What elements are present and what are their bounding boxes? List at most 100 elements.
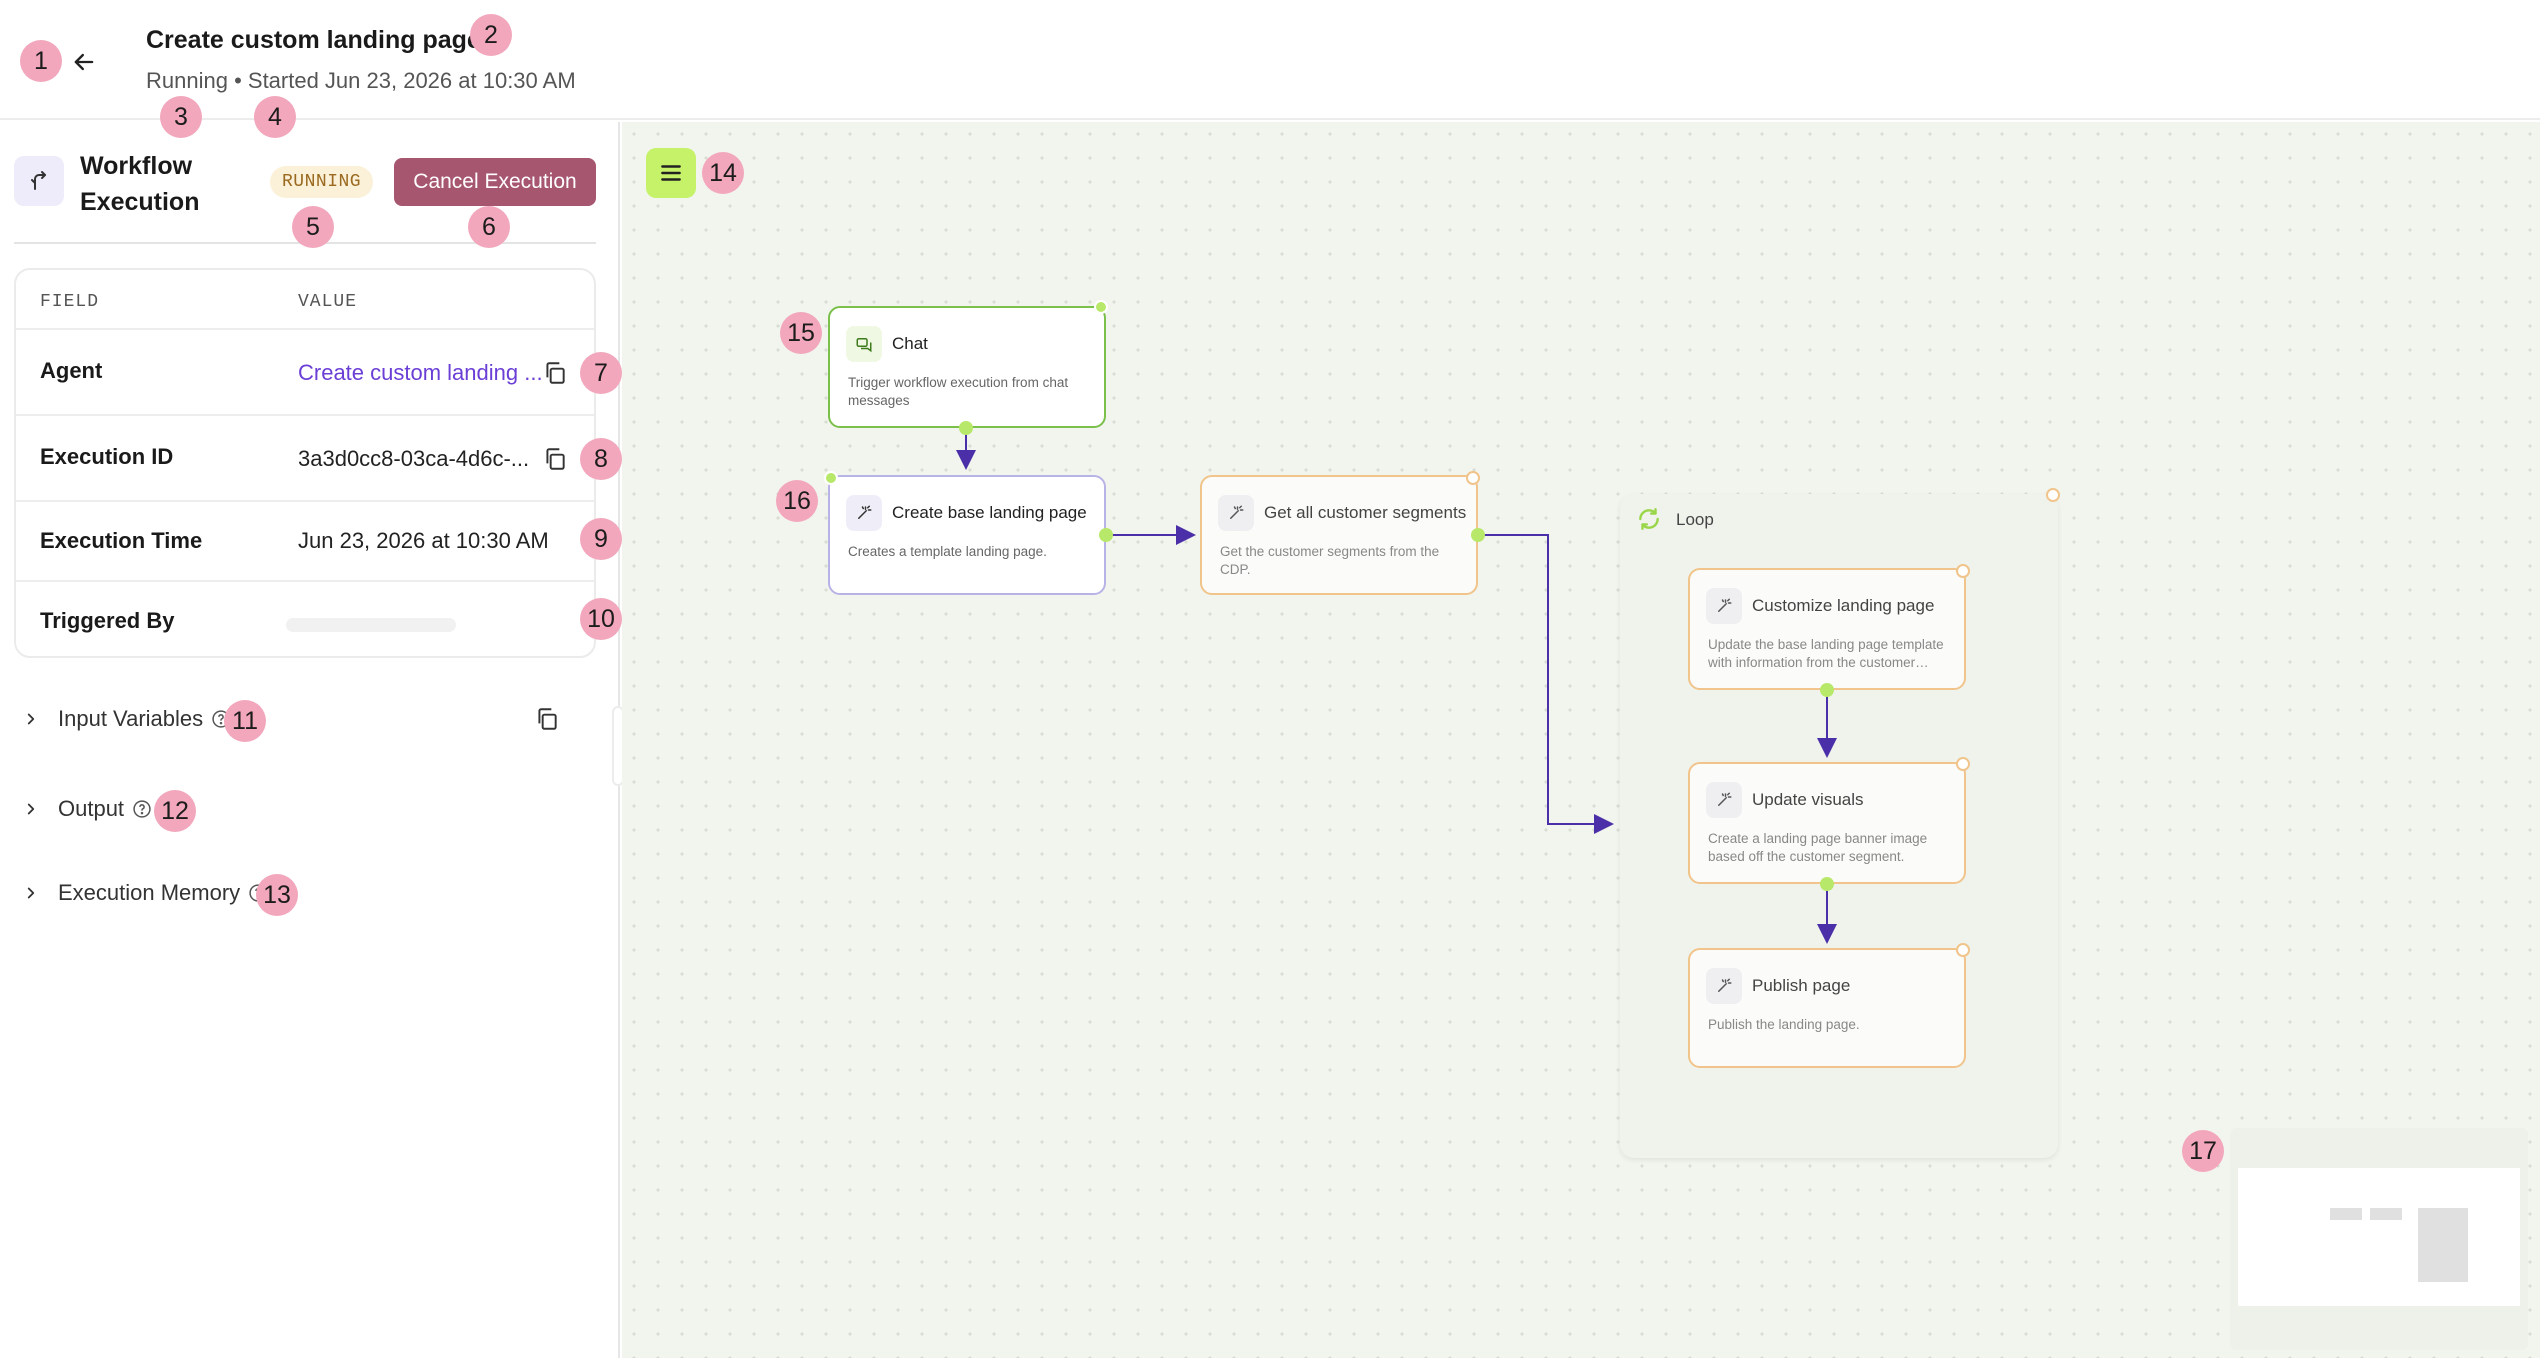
node-title: Publish page	[1752, 976, 1851, 995]
output-toggle[interactable]: Output	[14, 784, 574, 834]
page-title: Create custom landing pages	[146, 26, 495, 54]
marker-17: 17	[2182, 1130, 2224, 1172]
magic-wand-icon	[1706, 588, 1742, 624]
page-subtitle: Running • Started Jun 23, 2026 at 10:30 …	[146, 68, 576, 94]
pending-indicator	[1956, 757, 1970, 771]
minimap-node	[2330, 1208, 2362, 1220]
status-indicator	[1094, 300, 1108, 314]
row-label: Execution ID	[40, 444, 174, 469]
row-label: Execution Time	[40, 528, 203, 553]
marker-1: 1	[20, 40, 62, 82]
node-title: Update visuals	[1752, 790, 1864, 809]
execution-time-value: Jun 23, 2026 at 10:30 AM	[298, 528, 549, 553]
workflow-icon	[14, 156, 64, 206]
row-label: Agent	[40, 358, 103, 383]
marker-2: 2	[470, 14, 512, 56]
marker-5: 5	[292, 206, 334, 248]
magic-wand-icon	[1218, 495, 1254, 531]
pending-indicator	[1956, 564, 1970, 578]
copy-icon[interactable]	[534, 706, 560, 732]
marker-3: 3	[160, 96, 202, 138]
loop-label: Loop	[1676, 510, 1714, 529]
node-description: Get the customer segments from the CDP.	[1220, 544, 1440, 577]
magic-wand-icon	[846, 495, 882, 531]
status-indicator	[824, 471, 838, 485]
marker-7: 7	[580, 352, 622, 394]
panel-title: Workflow Execution	[80, 152, 200, 216]
marker-10: 10	[580, 598, 622, 640]
input-variables-toggle[interactable]: Input Variables	[14, 694, 574, 744]
row-label: Triggered By	[40, 608, 175, 633]
section-label: Output	[58, 796, 125, 821]
node-title: Create base landing page	[892, 503, 1087, 522]
column-header-field: FIELD	[40, 292, 100, 312]
node-description: Create a landing page banner image based…	[1708, 831, 1928, 864]
section-label: Input Variables	[58, 706, 204, 731]
marker-8: 8	[580, 438, 622, 480]
chevron-right-icon	[14, 794, 48, 824]
minimap-node	[2370, 1208, 2402, 1220]
minimap-loop	[2418, 1208, 2468, 1282]
node-title: Customize landing page	[1752, 596, 1935, 615]
marker-12: 12	[154, 790, 196, 832]
details-table: FIELD VALUE Agent Create custom landing …	[14, 268, 596, 658]
pending-indicator	[1956, 943, 1970, 957]
output-port[interactable]	[1099, 528, 1113, 542]
node-title: Chat	[892, 334, 928, 353]
marker-15: 15	[780, 312, 822, 354]
marker-13: 13	[256, 874, 298, 916]
node-description: Publish the landing page.	[1708, 1017, 1860, 1032]
table-header: FIELD VALUE	[16, 270, 594, 330]
marker-14: 14	[702, 152, 744, 194]
marker-9: 9	[580, 518, 622, 560]
section-label: Execution Memory	[58, 880, 241, 905]
copy-icon[interactable]	[542, 360, 568, 386]
arrow-left-icon	[74, 53, 94, 71]
header: Create custom landing pages Running • St…	[0, 0, 2540, 120]
workflow-canvas[interactable]	[622, 122, 2540, 1358]
chevron-right-icon	[14, 704, 48, 734]
node-get-segments[interactable]: Get all customer segments Get the custom…	[1200, 475, 1478, 595]
magic-wand-icon	[1706, 782, 1742, 818]
node-create-base[interactable]: Create base landing page Creates a templ…	[828, 475, 1106, 595]
output-port[interactable]	[1820, 877, 1834, 891]
run-status: Running	[146, 68, 228, 93]
pending-indicator	[2046, 488, 2060, 502]
canvas-menu-button[interactable]	[646, 148, 696, 198]
pending-indicator	[1466, 471, 1480, 485]
table-row-agent: Agent Create custom landing ...	[16, 330, 594, 416]
started-time: Started Jun 23, 2026 at 10:30 AM	[247, 68, 576, 93]
output-port[interactable]	[1820, 683, 1834, 697]
node-publish[interactable]: Publish page Publish the landing page.	[1688, 948, 1966, 1068]
node-description: Trigger workflow execution from chat mes…	[848, 375, 1069, 408]
chevron-right-icon	[14, 878, 48, 908]
node-update-visuals[interactable]: Update visuals Create a landing page ban…	[1688, 762, 1966, 884]
execution-panel: Workflow Execution RUNNING Cancel Execut…	[0, 122, 620, 1358]
cancel-execution-button[interactable]: Cancel Execution	[394, 158, 596, 206]
magic-wand-icon	[1706, 968, 1742, 1004]
marker-11: 11	[224, 700, 266, 742]
node-description: Update the base landing page template wi…	[1708, 637, 1944, 670]
node-customize[interactable]: Customize landing page Update the base l…	[1688, 568, 1966, 690]
marker-6: 6	[468, 206, 510, 248]
marker-4: 4	[254, 96, 296, 138]
minimap[interactable]	[2230, 1128, 2528, 1350]
table-row-execution-time: Execution Time Jun 23, 2026 at 10:30 AM	[16, 502, 594, 582]
copy-icon[interactable]	[542, 446, 568, 472]
menu-icon	[661, 165, 681, 181]
marker-16: 16	[776, 480, 818, 522]
agent-link[interactable]: Create custom landing ...	[298, 360, 543, 385]
separator: •	[227, 68, 248, 93]
column-header-value: VALUE	[298, 292, 358, 312]
loop-icon	[1639, 508, 1659, 530]
back-button[interactable]	[62, 40, 106, 84]
node-title: Get all customer segments	[1264, 503, 1467, 522]
output-port[interactable]	[959, 421, 973, 435]
table-row-execution-id: Execution ID 3a3d0cc8-03ca-4d6c-...	[16, 416, 594, 502]
minimap-viewport	[2238, 1168, 2520, 1306]
node-chat[interactable]: Chat Trigger workflow execution from cha…	[828, 306, 1106, 428]
execution-id-value: 3a3d0cc8-03ca-4d6c-...	[298, 446, 530, 471]
output-port[interactable]	[1471, 528, 1485, 542]
status-badge: RUNNING	[270, 166, 374, 198]
